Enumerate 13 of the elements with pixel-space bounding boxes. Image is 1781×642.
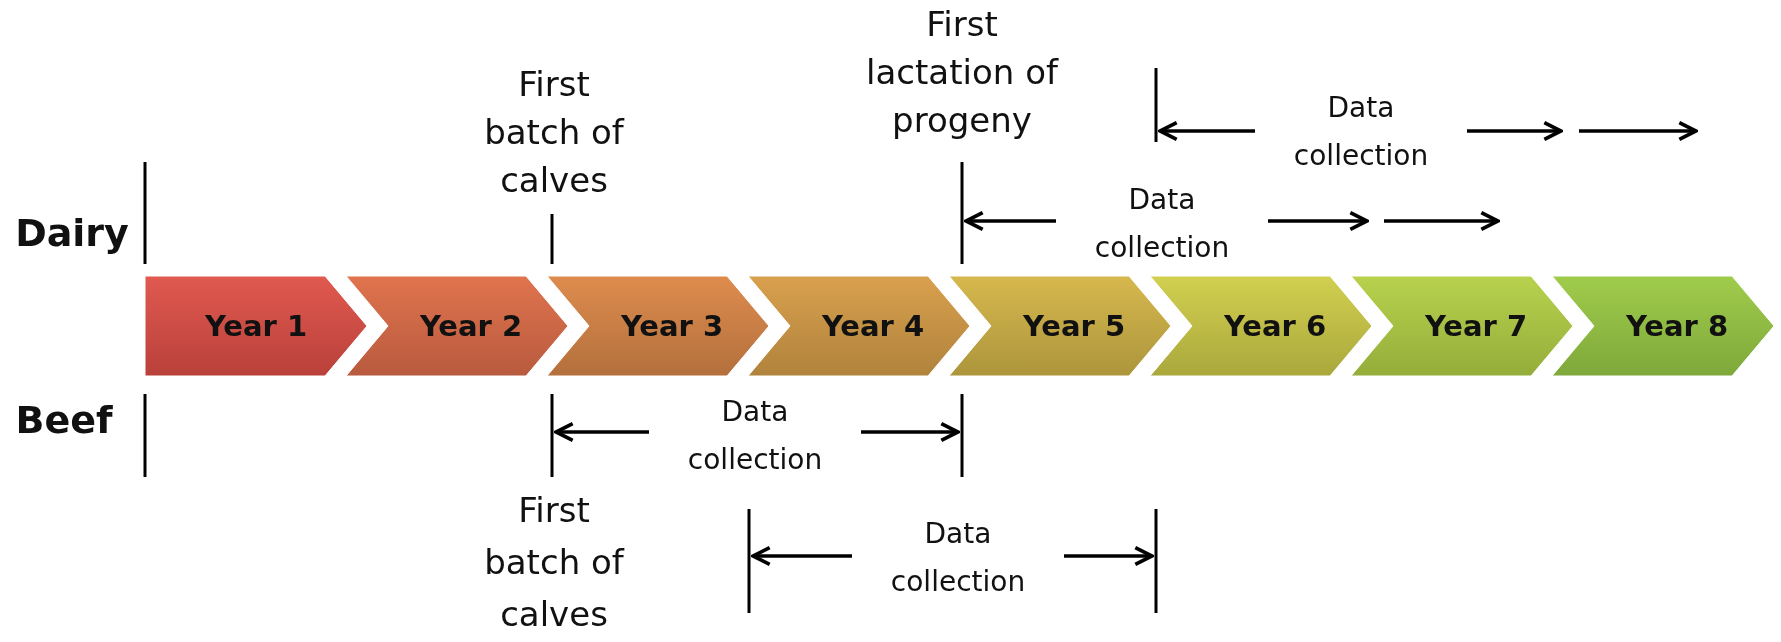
annotation-text: First lactation of progeny [865, 3, 1060, 142]
year-label: Year 8 [1624, 309, 1729, 343]
year-label: Year 6 [1222, 309, 1327, 343]
year-label: Year 1 [204, 309, 308, 343]
year-label: Year 4 [820, 309, 925, 343]
year-label: Year 7 [1423, 309, 1528, 343]
annotation-text: First batch of calves [483, 489, 626, 636]
year-label: Year 2 [418, 309, 523, 343]
row-label: Dairy [14, 210, 130, 257]
year-label: Year 5 [1021, 309, 1126, 343]
row-label: Beef [14, 397, 114, 444]
annotation-text: First batch of calves [483, 63, 626, 202]
year-label: Year 3 [619, 309, 724, 343]
